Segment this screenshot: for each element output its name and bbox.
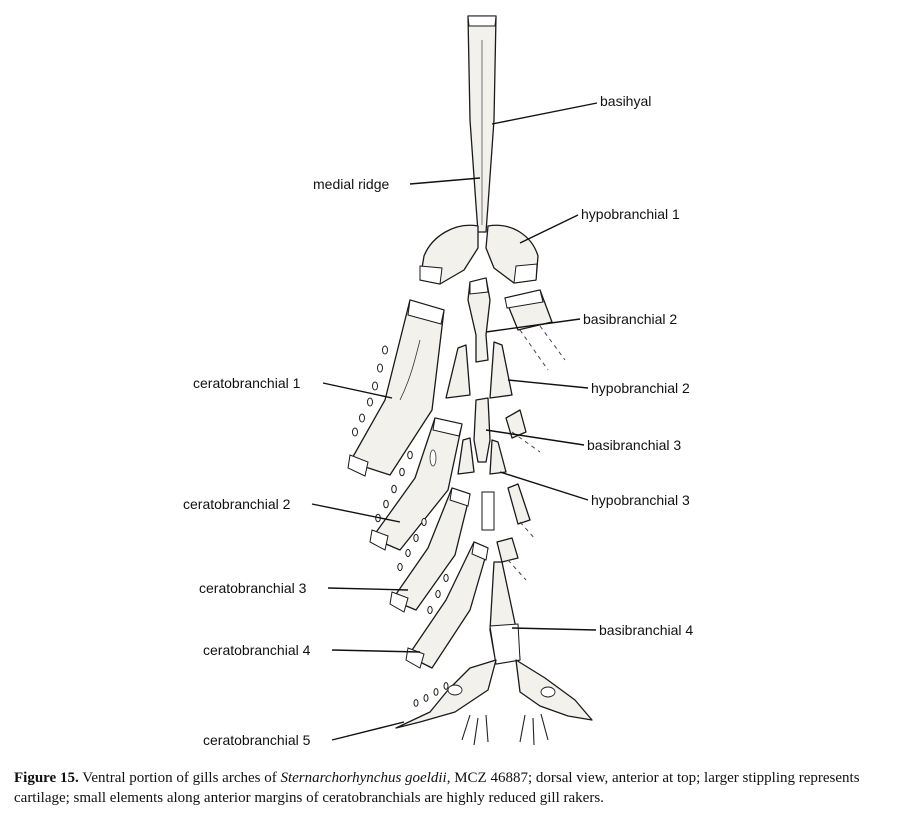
gill-rakers-1 xyxy=(352,345,388,437)
label-medial-ridge: medial ridge xyxy=(313,176,389,192)
gill-rakers-3 xyxy=(397,517,427,572)
ceratobranchial-4-bone xyxy=(405,537,527,669)
ceratobranchial-5-bones xyxy=(395,659,593,746)
mid-elements xyxy=(481,483,537,541)
caption-text-start: Ventral portion of gills arches of xyxy=(82,770,277,786)
gill-rakers-4 xyxy=(427,573,449,615)
figure-label: Figure 15. xyxy=(14,770,79,786)
right-arch-1-fragment xyxy=(504,289,566,371)
label-ceratobranchial-5: ceratobranchial 5 xyxy=(203,732,311,748)
ceratobranchial-3-bone xyxy=(389,487,471,613)
hypobranchial-3-bones xyxy=(457,409,541,475)
ceratobranchial-2-bone xyxy=(369,417,463,551)
label-ceratobranchial-3: ceratobranchial 3 xyxy=(199,580,307,596)
leader-lines xyxy=(311,102,598,741)
basibranchial-3-bone xyxy=(473,397,491,463)
basibranchial-4-bone xyxy=(489,561,521,665)
ceratobranchial-1-bone xyxy=(347,299,445,477)
caption-species: Sternarchorhynchus goeldii xyxy=(280,770,447,786)
label-hypobranchial-3: hypobranchial 3 xyxy=(591,492,690,508)
label-ceratobranchial-2: ceratobranchial 2 xyxy=(183,496,291,512)
label-basibranchial-4: basibranchial 4 xyxy=(599,622,693,638)
basibranchial-2-bone xyxy=(467,277,491,363)
hypobranchial-2-bones xyxy=(445,341,513,399)
label-ceratobranchial-4: ceratobranchial 4 xyxy=(203,642,311,658)
label-ceratobranchial-1: ceratobranchial 1 xyxy=(193,375,301,391)
label-basibranchial-3: basibranchial 3 xyxy=(587,437,681,453)
label-basibranchial-2: basibranchial 2 xyxy=(583,311,677,327)
figure-caption: Figure 15. Ventral portion of gills arch… xyxy=(14,768,890,808)
hypobranchial-1-bones xyxy=(419,224,539,285)
basihyal-bone xyxy=(467,15,497,233)
label-basihyal: basihyal xyxy=(600,93,651,109)
caption-text-end: , MCZ 46887; dorsal view, anterior at to… xyxy=(14,770,860,806)
gill-rakers-5 xyxy=(413,682,449,707)
label-hypobranchial-2: hypobranchial 2 xyxy=(591,380,690,396)
label-hypobranchial-1: hypobranchial 1 xyxy=(581,206,680,222)
